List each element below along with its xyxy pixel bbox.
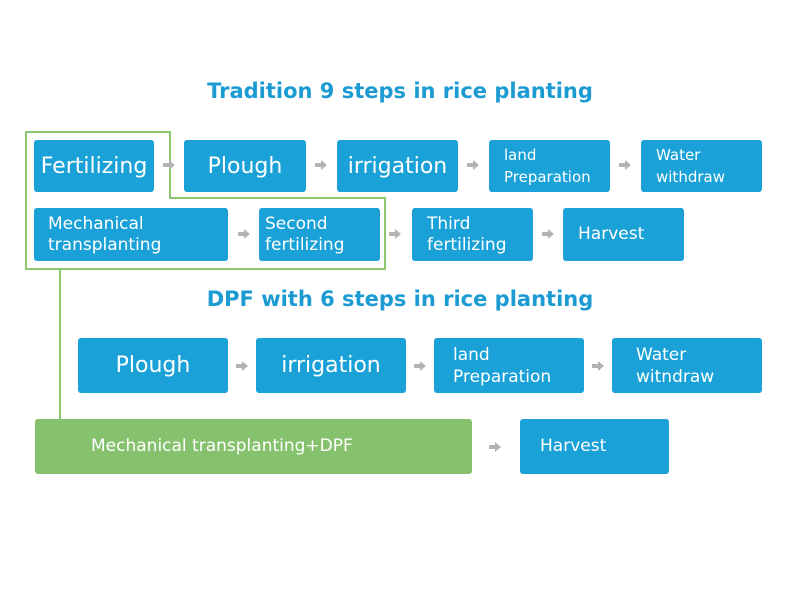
dpf-step-mechanical-transplanting-dpf: Mechanical transplanting+DPF [35, 419, 472, 474]
arrow-right-icon [467, 160, 479, 170]
arrow-right-icon [236, 361, 248, 371]
dpf-step-harvest: Harvest [520, 419, 669, 474]
arrow-right-icon [238, 229, 250, 239]
arrow-right-icon [489, 442, 501, 452]
arrow-right-icon [389, 229, 401, 239]
step-fertilizing: Fertilizing [34, 140, 154, 192]
step-irrigation: irrigation [337, 140, 458, 192]
dpf-step-water-withdraw: Water witndraw [612, 338, 762, 393]
arrow-right-icon [592, 361, 604, 371]
arrow-right-icon [315, 160, 327, 170]
dpf-title: DPF with 6 steps in rice planting [206, 287, 594, 311]
dpf-step-plough: Plough [78, 338, 228, 393]
arrow-right-icon [542, 229, 554, 239]
dpf-step-land-preparation: land Preparation [434, 338, 584, 393]
bracket-connector-line [59, 268, 61, 420]
traditional-title: Tradition 9 steps in rice planting [207, 79, 593, 103]
dpf-step-irrigation: irrigation [256, 338, 406, 393]
arrow-right-icon [414, 361, 426, 371]
arrow-right-icon [163, 160, 175, 170]
arrow-right-icon [619, 160, 631, 170]
step-mechanical-transplanting: Mechanical transplanting [34, 208, 228, 261]
step-third-fertilizing: Third fertilizing [412, 208, 533, 261]
step-plough: Plough [184, 140, 306, 192]
bracket-middle-line [169, 197, 386, 199]
step-second-fertilizing: Second fertilizing [259, 208, 380, 261]
step-harvest: Harvest [563, 208, 684, 261]
bracket-bottom [25, 197, 386, 270]
step-water-withdraw: Water withdraw [641, 140, 762, 192]
step-land-preparation: land Preparation [489, 140, 610, 192]
